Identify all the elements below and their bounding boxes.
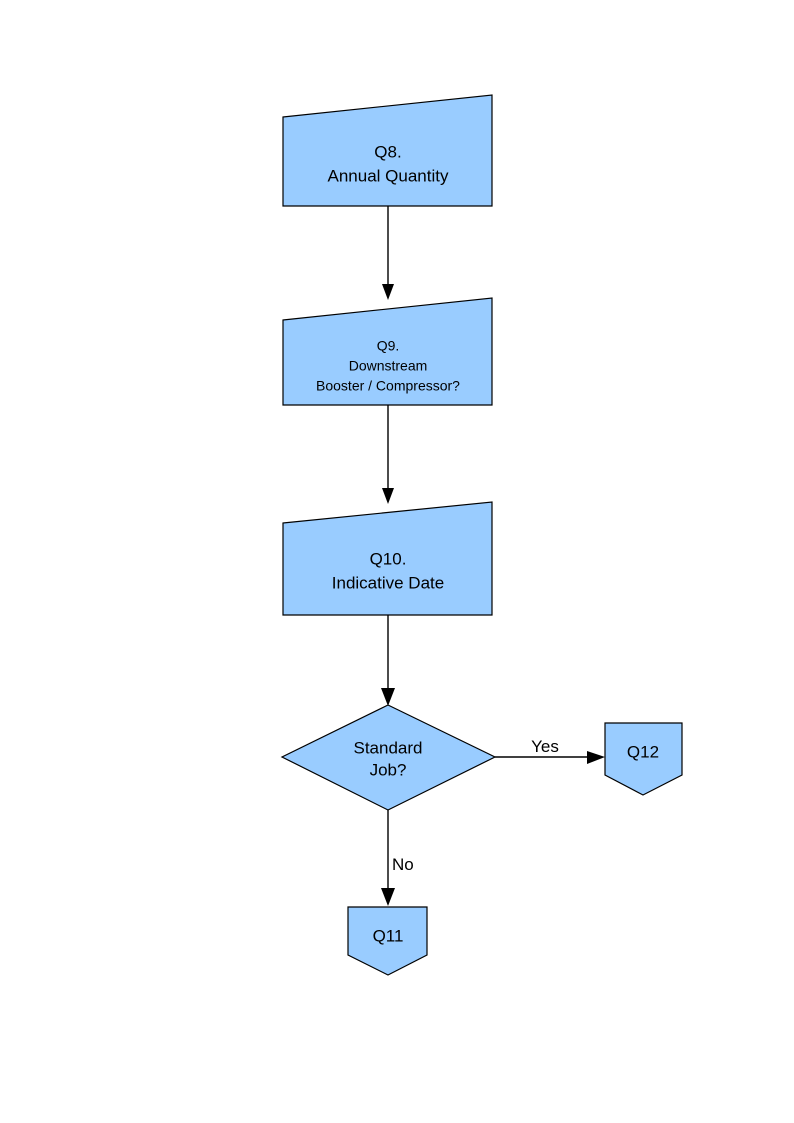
node-q9[interactable]: Q9. Downstream Booster / Compressor? xyxy=(282,297,493,406)
edge-label-yes: Yes xyxy=(531,737,559,756)
node-q12-label: Q12 xyxy=(627,742,659,761)
edge-q9-to-q10-arrowhead xyxy=(382,488,394,504)
node-q12[interactable]: Q12 xyxy=(604,722,683,796)
node-q11[interactable]: Q11 xyxy=(347,906,428,976)
node-q12-shape[interactable] xyxy=(604,722,683,796)
edge-decision-to-q11-arrowhead xyxy=(381,888,395,906)
node-q10-shape[interactable] xyxy=(282,501,493,616)
node-q10[interactable]: Q10. Indicative Date xyxy=(282,501,493,616)
node-q8-line1: Q8. xyxy=(374,142,401,161)
node-q9-line2: Downstream xyxy=(349,358,428,374)
node-q8-shape[interactable] xyxy=(282,94,493,207)
edge-q10-to-decision-arrowhead xyxy=(381,688,395,706)
edge-q8-to-q9-arrowhead xyxy=(382,284,394,300)
node-q10-line1: Q10. xyxy=(370,549,407,568)
node-decision-line1: Standard xyxy=(354,738,423,757)
node-q8[interactable]: Q8. Annual Quantity xyxy=(282,94,493,207)
node-q11-label: Q11 xyxy=(373,926,404,945)
edge-q8-to-q9 xyxy=(382,206,394,300)
edge-q10-to-decision xyxy=(381,615,395,706)
edge-decision-to-q12-arrowhead xyxy=(587,751,605,764)
node-q9-line1: Q9. xyxy=(377,338,400,354)
node-q10-line2: Indicative Date xyxy=(332,573,444,592)
edge-decision-to-q12: Yes xyxy=(495,737,605,764)
node-decision-standard-job[interactable]: Standard Job? xyxy=(280,704,497,811)
edge-q9-to-q10 xyxy=(382,405,394,504)
node-q8-line2: Annual Quantity xyxy=(328,166,449,185)
node-q9-line3: Booster / Compressor? xyxy=(316,378,460,394)
edge-label-no: No xyxy=(392,855,414,874)
node-decision-shape[interactable] xyxy=(280,704,497,811)
node-decision-line2: Job? xyxy=(370,760,407,779)
edge-decision-to-q11: No xyxy=(381,810,414,906)
node-q11-shape[interactable] xyxy=(347,906,428,976)
node-q9-shape[interactable] xyxy=(282,297,493,406)
